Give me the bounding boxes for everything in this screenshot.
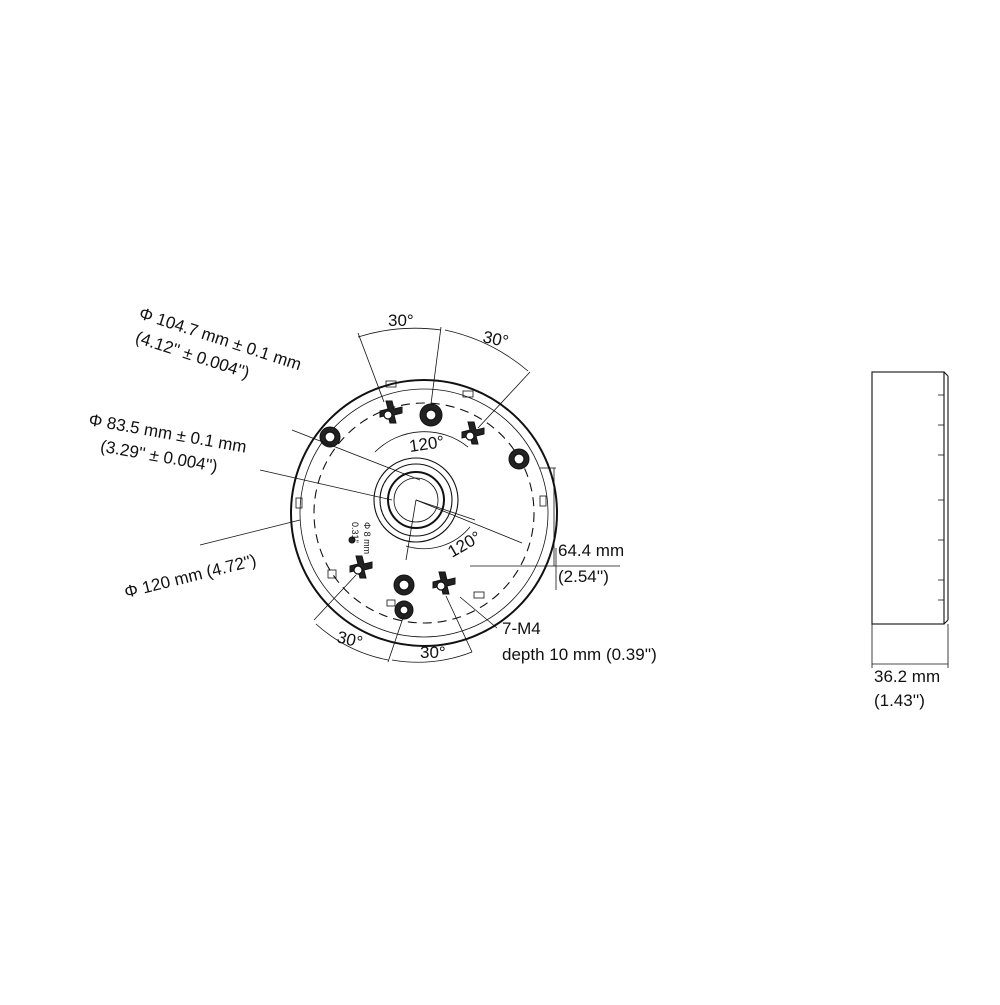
label-offset-in: (2.54'') xyxy=(558,567,609,586)
cross-boss xyxy=(432,571,456,595)
offset-dimension xyxy=(470,467,620,590)
small-hole xyxy=(348,536,356,544)
center-hub-inner xyxy=(387,471,445,529)
screw-hole xyxy=(394,600,414,620)
label-screw-depth: depth 10 mm (0.39'') xyxy=(502,645,657,664)
rim-tab xyxy=(462,390,474,398)
label-hole-dia: Φ 8 mm xyxy=(362,522,372,554)
label-angle-center-bottom: 120° xyxy=(445,527,485,561)
label-angle-top-right: 30° xyxy=(481,327,510,351)
side-dimension xyxy=(871,624,949,668)
side-body xyxy=(871,371,945,625)
angle-arcs-center xyxy=(374,431,523,561)
label-angle-center-top: 120° xyxy=(408,432,445,456)
rim-tab xyxy=(385,380,397,388)
leader-lines xyxy=(199,429,498,629)
top-view: Φ 104.7 mm ± 0.1 mm (4.12'' ± 0.004'') Φ… xyxy=(87,304,657,664)
cross-boss xyxy=(379,400,403,424)
dashed-circle-120 xyxy=(313,402,535,624)
rim-tab xyxy=(473,591,485,599)
label-hole-dia-in: 0.31'' xyxy=(350,522,360,543)
cross-boss xyxy=(461,421,485,445)
rim-tabs xyxy=(295,380,547,607)
label-side-height-in: (1.43'') xyxy=(874,691,925,710)
inner-rim-circle xyxy=(299,388,549,638)
center-hub-core xyxy=(393,477,439,523)
label-angle-bottom-right: 30° xyxy=(420,643,446,662)
label-dia-body: Φ 120 mm (4.72'') xyxy=(122,551,258,602)
screw-hole xyxy=(508,448,530,470)
angle-arcs-top xyxy=(357,326,531,429)
side-ribs xyxy=(938,394,944,601)
label-angle-top-left: 30° xyxy=(388,311,414,330)
side-view: 36.2 mm (1.43'') xyxy=(871,371,949,710)
screw-hole xyxy=(419,403,443,427)
outer-body-circle xyxy=(290,379,558,647)
rim-tab xyxy=(386,599,396,607)
screw-hole xyxy=(319,426,341,448)
center-hub-outer xyxy=(373,457,459,543)
screw-hole xyxy=(393,574,415,596)
label-side-height-mm: 36.2 mm xyxy=(874,667,940,686)
label-screw-spec: 7-M4 xyxy=(502,619,541,638)
rim-tab xyxy=(539,495,547,507)
cross-boss xyxy=(349,555,373,579)
center-hub-mid xyxy=(379,463,453,537)
rim-tab xyxy=(327,569,337,579)
angle-arcs-bottom xyxy=(313,574,473,663)
rim-tab xyxy=(295,497,303,509)
label-angle-bottom-left: 30° xyxy=(335,627,365,652)
label-offset-mm: 64.4 mm xyxy=(558,541,624,560)
